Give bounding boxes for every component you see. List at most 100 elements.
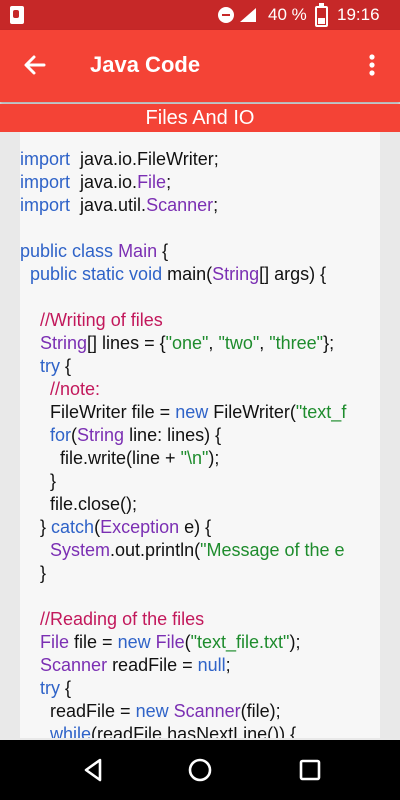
code-token: String (40, 333, 88, 353)
nav-home-icon[interactable] (184, 754, 216, 786)
code-line: Scanner readFile = null; (20, 654, 346, 677)
code-token: new (117, 632, 151, 652)
signal-icon (240, 8, 256, 22)
code-line: file.close(); (20, 493, 346, 516)
code-token: FileWriter file = (20, 402, 176, 422)
code-token: File (40, 632, 70, 652)
code-token: file = (69, 632, 118, 652)
code-token (20, 678, 40, 698)
code-line: import java.io.FileWriter; (20, 148, 346, 171)
code-token: Main (118, 241, 158, 261)
code-token: ; (213, 195, 219, 215)
code-line: readFile = new Scanner(file); (20, 700, 346, 723)
code-token: String (212, 264, 260, 284)
code-line: try { (20, 677, 346, 700)
code-line: //Writing of files (20, 309, 346, 332)
section-header: Files And IO (0, 104, 400, 132)
code-token: "text_file.txt" (190, 632, 290, 652)
code-token: "two" (218, 333, 260, 353)
code-token: ; (225, 655, 231, 675)
back-arrow-icon[interactable] (20, 50, 50, 80)
code-line (20, 217, 346, 240)
code-token: "\n" (180, 448, 209, 468)
code-token: try (40, 678, 61, 698)
clock: 19:16 (337, 5, 380, 24)
code-token: FileWriter( (208, 402, 296, 422)
code-token: java.io. (70, 172, 138, 192)
code-token: java.util. (70, 195, 147, 215)
code-line: } catch(Exception e) { (20, 516, 346, 539)
code-token: .out.println( (110, 540, 201, 560)
code-token: new (135, 701, 169, 721)
code-token: Exception (100, 517, 180, 537)
code-token: file.close(); (20, 494, 138, 514)
code-token: null (197, 655, 226, 675)
code-line (20, 585, 346, 608)
code-token: ); (289, 632, 301, 652)
code-token (20, 632, 40, 652)
code-token: //Writing of files (40, 310, 163, 330)
code-token: readFile = (107, 655, 198, 675)
code-token: main( (162, 264, 213, 284)
code-line: } (20, 470, 346, 493)
phone-icon (10, 6, 24, 24)
code-token: line: lines) { (124, 425, 222, 445)
code-line: System.out.println("Message of the e (20, 539, 346, 562)
battery-icon (315, 3, 328, 27)
code-token: "text_f (295, 402, 347, 422)
code-token: { (60, 678, 72, 698)
code-line: //Reading of the files (20, 608, 346, 631)
code-line: try { (20, 355, 346, 378)
code-token: import (20, 195, 71, 215)
battery-percent: 40 % (268, 5, 307, 24)
code-token: [] args) { (259, 264, 327, 284)
page-title: Java Code (90, 52, 201, 77)
code-token: ); (208, 448, 220, 468)
code-token: ( (71, 425, 78, 445)
code-token: File (155, 632, 185, 652)
code-token: //note: (50, 379, 101, 399)
code-line: import java.io.File; (20, 171, 346, 194)
code-line: file.write(line + "\n"); (20, 447, 346, 470)
code-token: ; (166, 172, 172, 192)
code-token: readFile = (20, 701, 136, 721)
code-token: [] lines = { (87, 333, 166, 353)
code-token: Scanner (173, 701, 241, 721)
code-token: System (50, 540, 111, 560)
code-line: while(readFile.hasNextLine()) { (20, 723, 346, 738)
code-line (20, 286, 346, 309)
code-view[interactable]: import java.io.FileWriter;import java.io… (20, 132, 380, 738)
nav-recent-apps-icon[interactable] (294, 754, 326, 786)
code-token: } (20, 563, 47, 583)
nav-back-icon[interactable] (78, 754, 110, 786)
code-token: java.io.FileWriter; (70, 149, 219, 169)
code-block: import java.io.FileWriter;import java.io… (20, 148, 346, 738)
code-token: "three" (269, 333, 324, 353)
code-token: Scanner (146, 195, 214, 215)
more-options-icon[interactable] (360, 50, 384, 80)
status-bar: 40 % 19:16 (0, 0, 400, 30)
code-token: { (157, 241, 169, 261)
code-token: "one" (165, 333, 209, 353)
code-token: ( (94, 517, 101, 537)
code-token (20, 540, 50, 560)
code-token (20, 724, 50, 738)
code-token: }; (323, 333, 335, 353)
code-token: (readFile.hasNextLine()) { (91, 724, 297, 738)
code-line: File file = new File("text_file.txt"); (20, 631, 346, 654)
code-line: String[] lines = {"one", "two", "three"}… (20, 332, 346, 355)
code-token: (file); (240, 701, 281, 721)
code-token (20, 356, 40, 376)
code-line: //note: (20, 378, 346, 401)
code-token: public class (20, 241, 114, 261)
code-token: Scanner (40, 655, 108, 675)
code-token: new (175, 402, 209, 422)
code-line: public class Main { (20, 240, 346, 263)
code-token: File (137, 172, 167, 192)
code-token: import (20, 149, 71, 169)
code-token (20, 379, 50, 399)
code-token: { (60, 356, 72, 376)
code-token: } (20, 517, 52, 537)
code-token: file.write(line + (20, 448, 181, 468)
navigation-bar (0, 740, 400, 800)
